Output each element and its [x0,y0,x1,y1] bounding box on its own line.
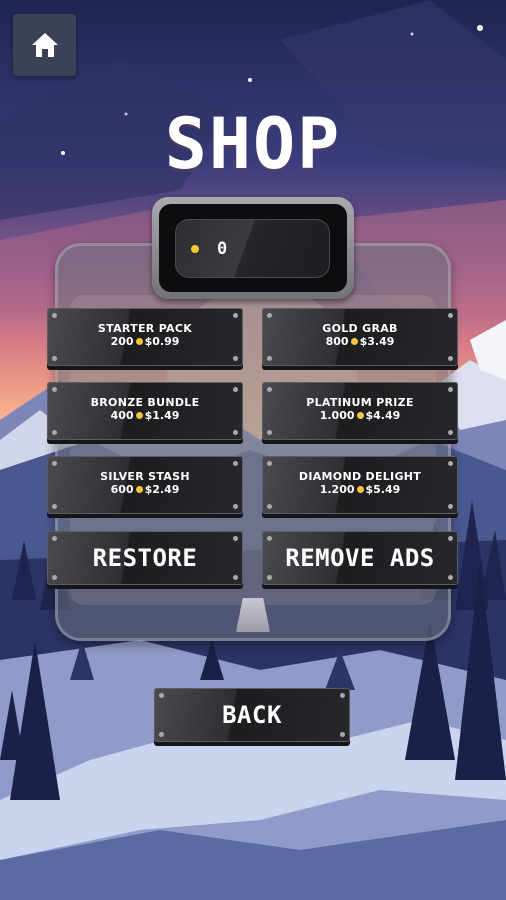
remove-ads-label: REMOVE ADS [285,544,435,572]
coin-icon [356,486,364,493]
pack-coins: 600 [110,483,134,496]
coin-balance-value: 0 [217,238,228,259]
coin-balance-display: 0 [175,219,330,278]
pack-button-silver-stash[interactable]: SILVER STASH 600 $2.49 [47,456,243,514]
pack-button-starter-pack[interactable]: STARTER PACK 200 $0.99 [47,308,243,366]
pack-price: $4.49 [365,409,401,422]
coin-icon [350,338,358,345]
pack-button-platinum-prize[interactable]: PLATINUM PRIZE 1.000 $4.49 [262,382,458,440]
pack-coins: 1.000 [319,409,355,422]
coin-icon [135,412,143,419]
pack-button-diamond-delight[interactable]: DIAMOND DELIGHT 1.200 $5.49 [262,456,458,514]
pack-name: STARTER PACK [97,322,193,335]
pack-name: SILVER STASH [100,470,190,483]
pack-name: PLATINUM PRIZE [306,396,414,409]
home-icon [31,33,58,57]
back-button[interactable]: BACK [154,688,350,742]
coin-icon [135,486,143,493]
pack-price: $3.49 [359,335,395,348]
pack-name: DIAMOND DELIGHT [298,470,422,483]
remove-ads-button[interactable]: REMOVE ADS [262,531,458,585]
pack-price: $5.49 [365,483,401,496]
page-title: SHOP [164,103,342,185]
pack-name: GOLD GRAB [322,322,398,335]
pack-coins: 1.200 [319,483,355,496]
coin-icon [191,244,199,253]
coin-icon [356,412,364,419]
pack-coins: 400 [110,409,134,422]
back-label: BACK [222,701,282,729]
pack-coins: 200 [110,335,134,348]
pack-name: BRONZE BUNDLE [90,396,200,409]
pack-price: $2.49 [144,483,180,496]
coin-icon [135,338,143,345]
pack-button-gold-grab[interactable]: GOLD GRAB 800 $3.49 [262,308,458,366]
restore-button[interactable]: RESTORE [47,531,243,585]
pack-button-bronze-bundle[interactable]: BRONZE BUNDLE 400 $1.49 [47,382,243,440]
pack-price: $1.49 [144,409,180,422]
restore-label: RESTORE [92,544,198,572]
home-button[interactable] [13,14,76,76]
pack-coins: 800 [325,335,349,348]
pack-price: $0.99 [144,335,180,348]
